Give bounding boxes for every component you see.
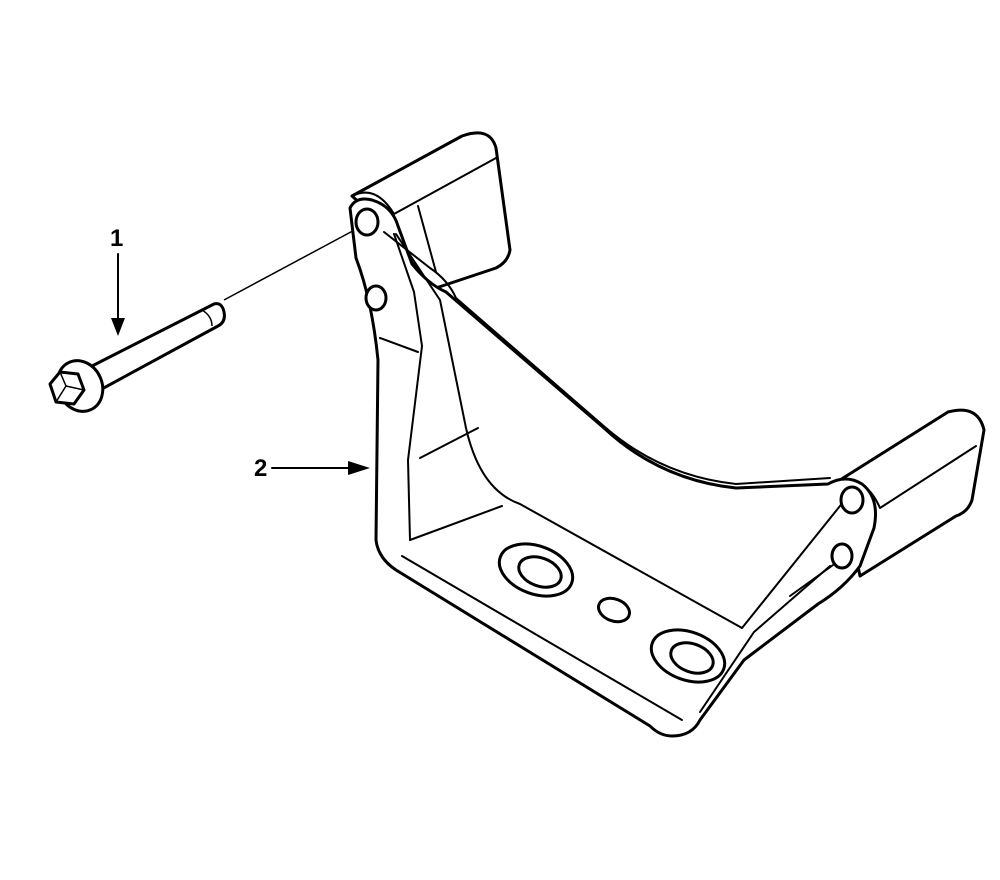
bolt-shank [90,302,226,392]
front-ear-lower-hole [830,542,854,570]
right-wall-outer-edge [699,565,831,713]
bolt-hex-edge-2 [55,385,67,403]
bolt-thread-line [201,309,213,327]
floor-boss-left-hole [517,555,563,589]
cradle-inner-edge [383,231,831,485]
bolt-part [48,225,363,413]
floor-back-edge [409,505,503,541]
bolt-hex-edge-3 [65,385,85,391]
front-mount-block [838,408,986,578]
left-wall-fold-line [395,233,743,629]
left-wall-inner-edge [393,233,423,541]
callout-2: 2 [254,455,370,482]
callout-1: 1 [110,225,125,336]
callout-2-label: 2 [254,455,267,482]
rear-ear-upper-hole [354,207,380,237]
floor-center-hole [597,596,631,624]
floor-front-edge [401,555,683,721]
bracket-part [348,131,986,738]
rear-mount-face-edge [417,205,437,273]
right-wall-fold-line [741,495,849,629]
left-wall-lower-crease [419,427,479,459]
bracket-body [348,197,877,738]
callout-1-arrowhead [111,318,125,336]
front-ear-upper-hole [839,485,865,515]
bolt-hex-edge-1 [59,371,67,387]
bolt-hex-head [48,370,86,406]
floor-boss-right-hole [669,641,715,675]
left-ear-crease [379,337,419,353]
callout-1-label: 1 [110,225,123,252]
bolt-alignment-line [223,225,363,301]
callout-2-arrowhead [348,461,370,475]
rear-ear-lower-hole [364,284,388,312]
